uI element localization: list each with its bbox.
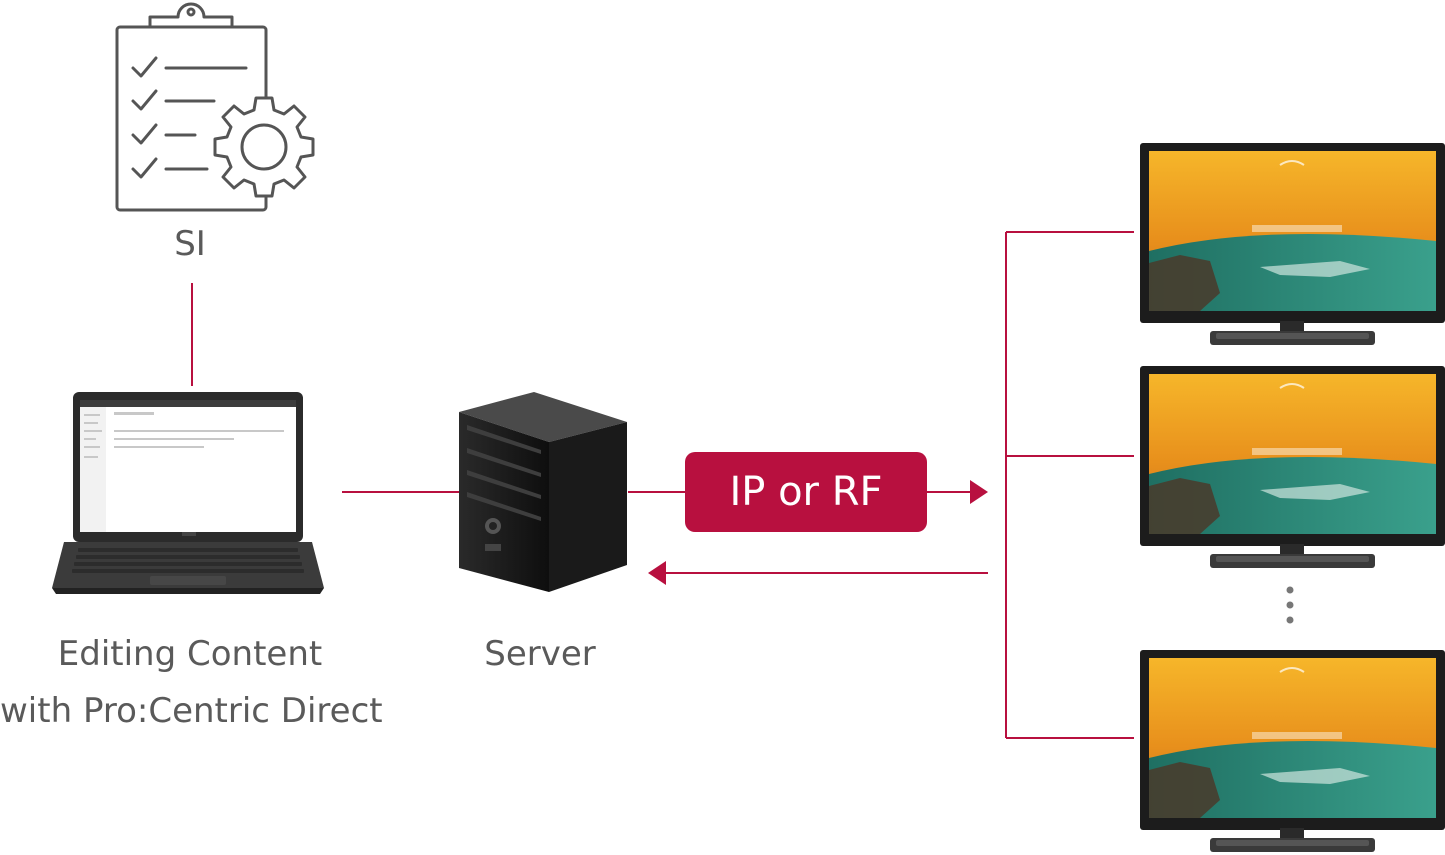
tv-display-1 <box>1140 143 1445 346</box>
si-label: SI <box>174 224 206 264</box>
server-tower-icon <box>459 392 627 592</box>
arrow-left-icon <box>648 561 666 585</box>
arrow-right-icon <box>970 480 988 504</box>
pro-centric-direct-label: with Pro:Centric Direct <box>0 691 383 731</box>
laptop-icon <box>52 392 324 594</box>
tv-display-3 <box>1140 650 1445 853</box>
editing-content-label: Editing Content <box>57 634 323 674</box>
connector-lines <box>191 231 1134 739</box>
tv-display-2 <box>1140 366 1445 569</box>
clipboard-checklist-gear-icon <box>115 2 315 212</box>
ellipsis-icon <box>1286 586 1294 624</box>
server-label: Server <box>484 634 596 674</box>
ip-or-rf-badge: IP or RF <box>685 452 927 532</box>
